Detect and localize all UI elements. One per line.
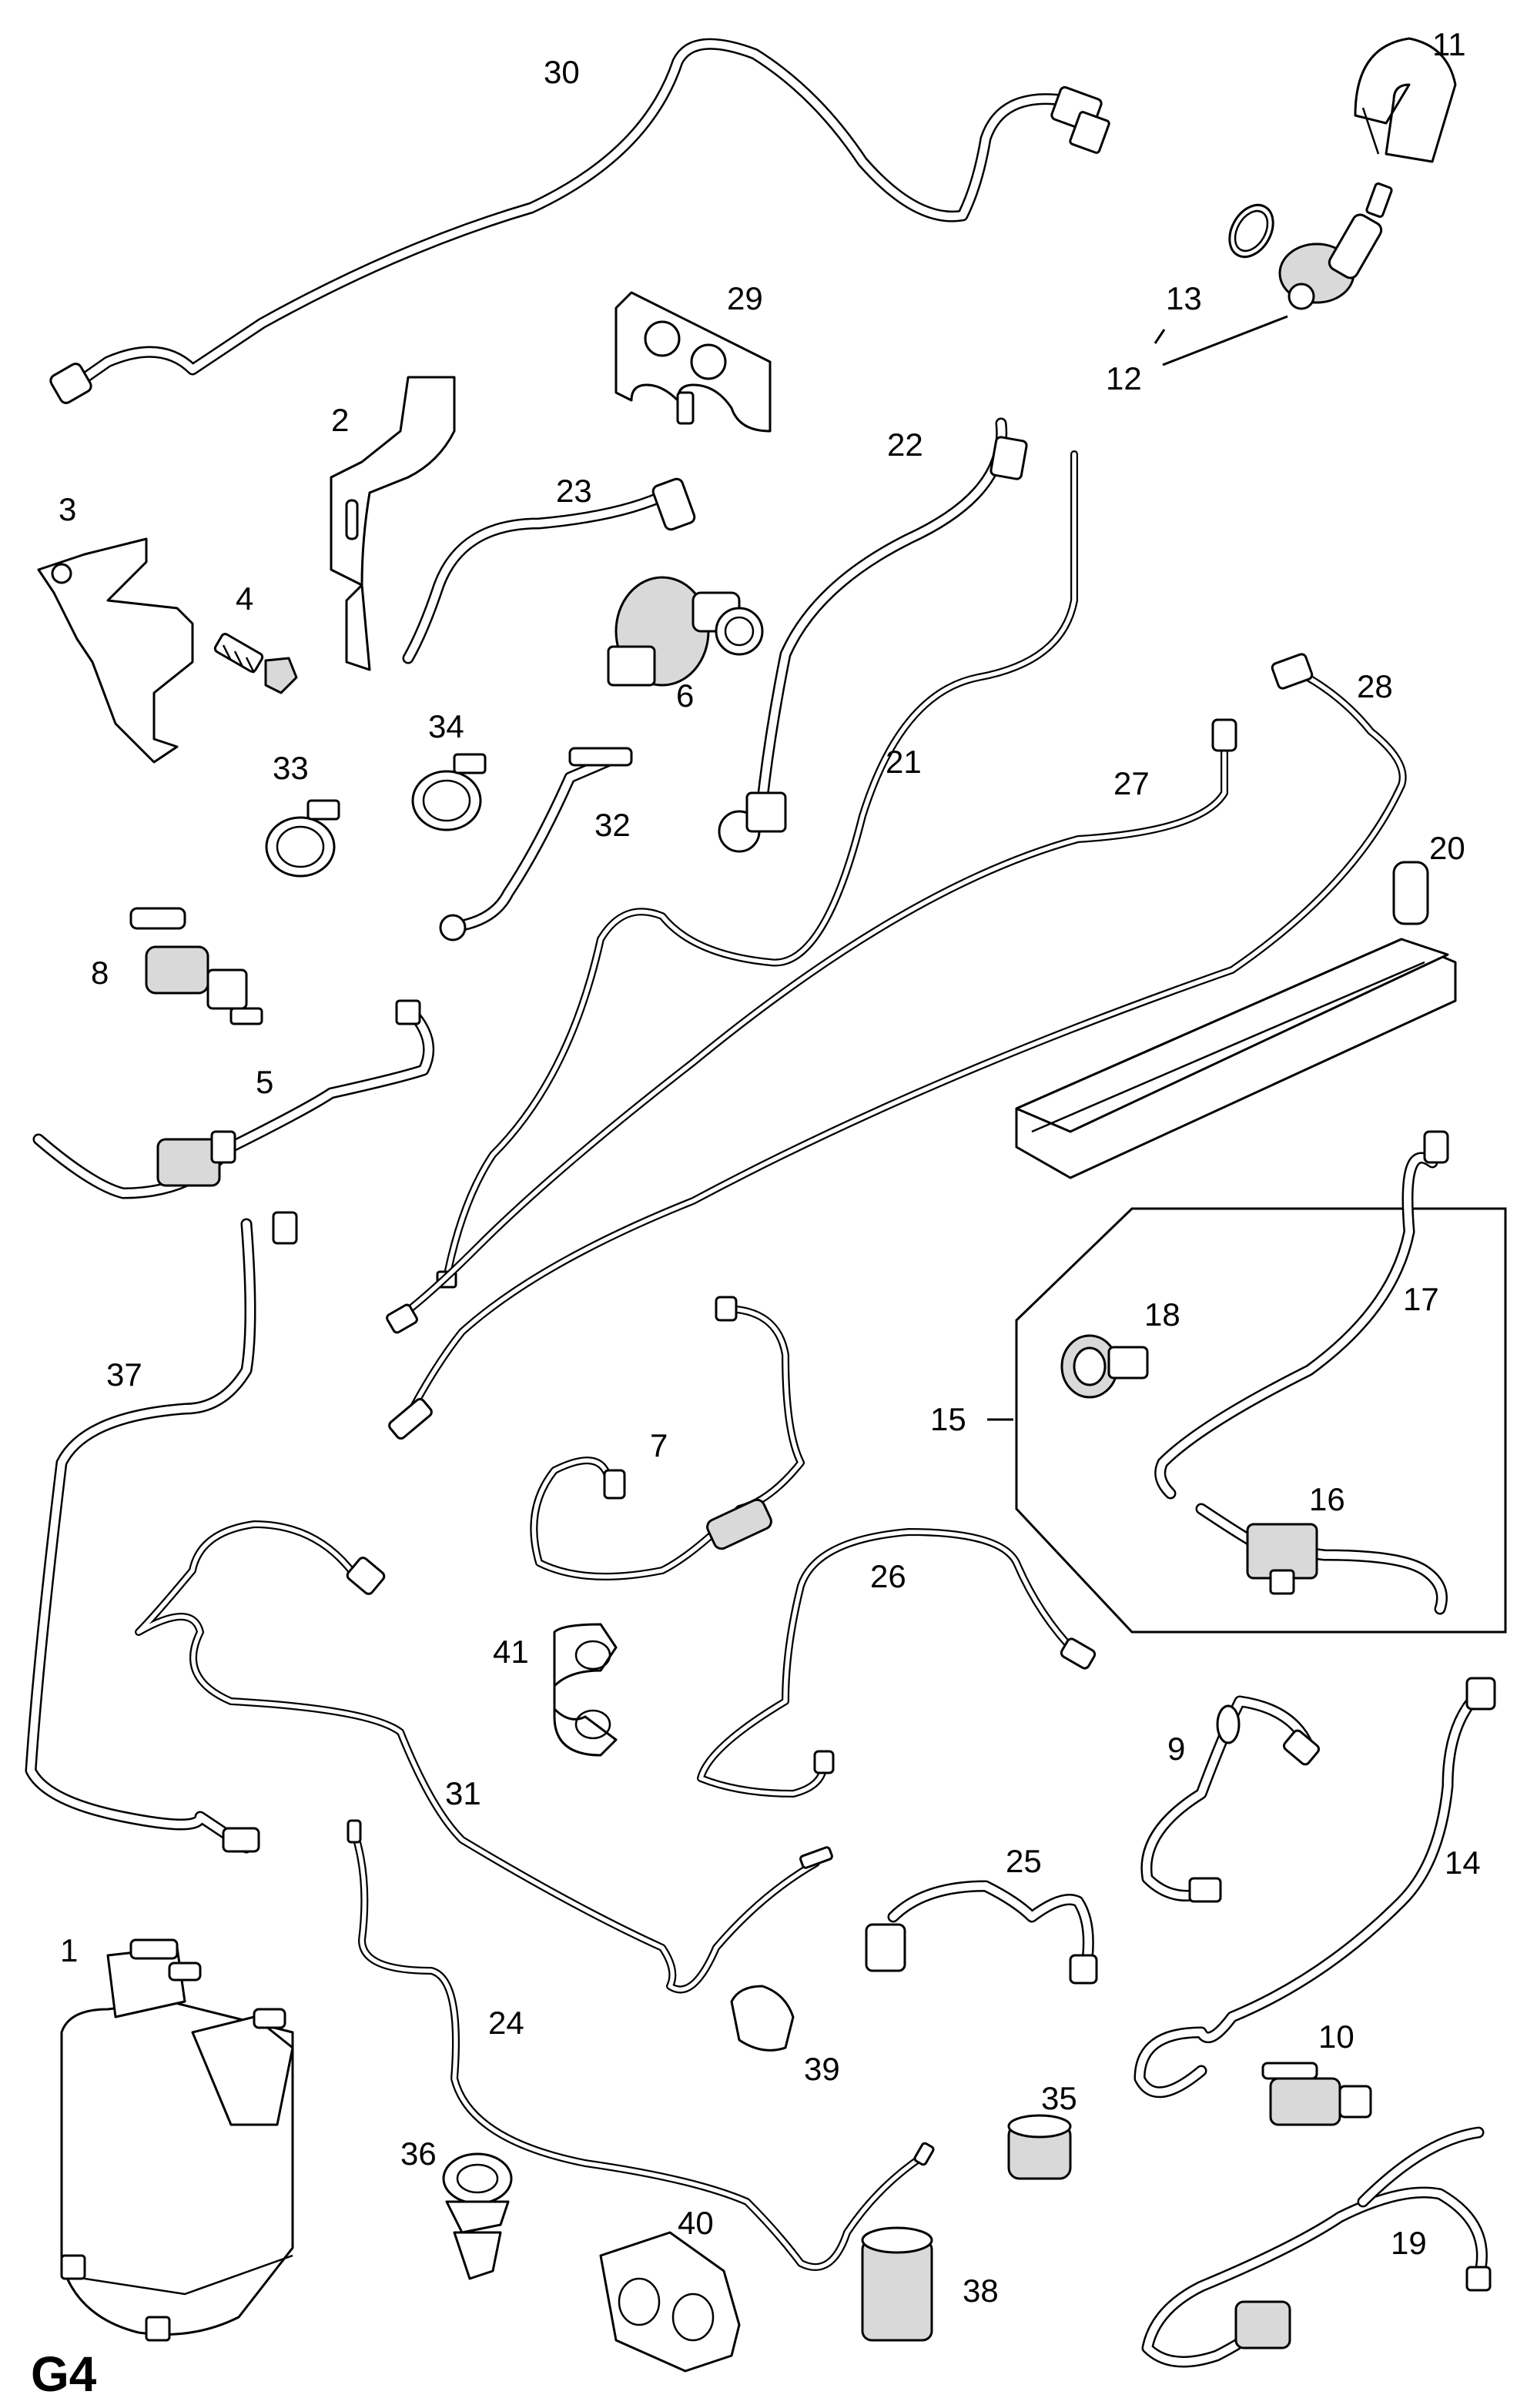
callout-41: 41 [493, 1634, 529, 1670]
part-5-hose [32, 999, 435, 1199]
part-14-hose [1133, 1677, 1496, 2099]
callout-35: 35 [1041, 2080, 1077, 2116]
part-19-hose [1141, 2126, 1492, 2368]
part-24-pipe [347, 1819, 935, 2271]
callout-32: 32 [594, 807, 631, 843]
callout-23: 23 [556, 473, 592, 509]
callout-25: 25 [1006, 1843, 1042, 1879]
callout-19: 19 [1391, 2225, 1427, 2261]
callout-18: 18 [1144, 1296, 1180, 1333]
part-34-clip [411, 753, 487, 831]
leader-lines [987, 315, 1288, 1421]
part-26-pipe [697, 1528, 1097, 1798]
part-37-pipe [25, 1211, 298, 1854]
part-11-elbow-hose [1354, 37, 1457, 163]
callout-24: 24 [488, 2005, 524, 2041]
callout-34: 34 [428, 708, 464, 744]
callouts: 30 11 13 12 29 2 22 3 23 4 6 28 34 21 33… [59, 26, 1481, 2309]
part-30-hose [49, 38, 1110, 404]
callout-14: 14 [1445, 1844, 1481, 1881]
callout-26: 26 [870, 1558, 906, 1594]
part-12-connector [1278, 182, 1393, 310]
part-25-hose [865, 1880, 1098, 1985]
part-22-hose [718, 417, 1028, 853]
callout-7: 7 [650, 1427, 668, 1463]
part-27-pipe [386, 718, 1237, 1334]
part-28-pipe [388, 653, 1407, 1440]
part-1-charcoal-canister [60, 1938, 294, 2342]
callout-36: 36 [400, 2135, 437, 2172]
callout-1: 1 [60, 1932, 78, 1968]
part-39-clip [730, 1985, 795, 2052]
part-16-valve [1195, 1503, 1448, 1615]
callout-29: 29 [727, 280, 763, 316]
callout-17: 17 [1403, 1281, 1439, 1317]
part-7-pipe [530, 1296, 805, 1580]
callout-28: 28 [1357, 668, 1393, 704]
callout-16: 16 [1309, 1481, 1345, 1517]
callout-10: 10 [1318, 2018, 1355, 2055]
part-41-double-clip [553, 1623, 618, 1757]
part-29-triple-clip [614, 291, 772, 433]
callout-8: 8 [91, 955, 109, 991]
callout-3: 3 [59, 491, 76, 527]
part-33-clip [265, 799, 340, 878]
callout-39: 39 [804, 2051, 840, 2087]
callout-33: 33 [273, 750, 309, 786]
part-3-bracket [37, 537, 194, 764]
part-2-bracket [330, 376, 456, 671]
part-20-canister-housing [1015, 861, 1457, 1179]
callout-22: 22 [887, 426, 923, 463]
part-10-valve [1261, 2062, 1372, 2126]
callout-12: 12 [1106, 360, 1142, 396]
callout-21: 21 [886, 744, 922, 780]
callout-9: 9 [1167, 1731, 1185, 1767]
part-8-valve [129, 907, 263, 1025]
callout-2: 2 [331, 402, 349, 438]
part-17-hose [1154, 1130, 1449, 1500]
callout-31: 31 [445, 1775, 481, 1811]
part-38-grommet [861, 2226, 933, 2342]
callout-38: 38 [963, 2273, 999, 2309]
part-40-clip [599, 2231, 741, 2373]
part-4-bolt [213, 633, 298, 694]
callout-6: 6 [676, 677, 694, 714]
callout-4: 4 [236, 580, 253, 617]
callout-20: 20 [1429, 830, 1465, 866]
part-13-o-ring [1228, 203, 1274, 259]
callout-40: 40 [678, 2205, 714, 2241]
part-35-grommet [1007, 2114, 1072, 2180]
part-31-pipe [135, 1520, 833, 1994]
part-9-hose [1140, 1695, 1321, 1903]
callout-27: 27 [1113, 765, 1150, 801]
sheet-label: G4 [31, 2346, 97, 2402]
callout-11: 11 [1432, 26, 1466, 62]
detail-box-15 [1015, 1207, 1507, 1634]
callout-13: 13 [1166, 280, 1202, 316]
callout-15: 15 [930, 1401, 966, 1437]
callout-5: 5 [256, 1064, 273, 1100]
part-32-hose [439, 747, 633, 941]
callout-30: 30 [544, 54, 580, 90]
part-36-clip [442, 2152, 513, 2280]
part-6-valve [607, 576, 764, 687]
part-18-clip [1060, 1334, 1149, 1399]
callout-37: 37 [106, 1356, 142, 1393]
part-23-hose [402, 477, 696, 664]
part-21-pipe [436, 450, 1078, 1289]
